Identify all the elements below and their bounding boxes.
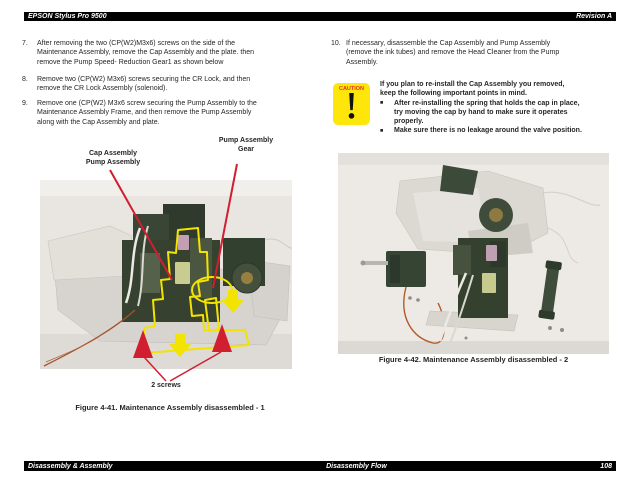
leader-line (143, 356, 167, 382)
screw-arrow-icon (133, 330, 153, 358)
step-text: After removing the two (CP(W2)M3x6) scre… (37, 40, 254, 66)
leader-line (109, 169, 173, 281)
footer-chapter: Disassembly Flow (326, 462, 387, 470)
leader-line (212, 163, 238, 289)
step-7: 7. After removing the two (CP(W2)M3x6) s… (22, 39, 315, 67)
figure-4-41-photo (40, 163, 292, 382)
bullet-square-icon: ■ (380, 127, 384, 134)
red-callouts (109, 163, 238, 382)
step-10: 10. If necessary, disassemble the Cap As… (331, 39, 624, 67)
step-9: 9. Remove one (CP(W2) M3x6 screw securin… (22, 99, 315, 127)
label-2-screws: 2 screws (151, 382, 181, 389)
caution-bullet-text: Make sure there is no leakage around the… (394, 127, 582, 135)
caution-bullet-text: After re-installing the spring that hold… (394, 99, 580, 126)
step-text: Remove one (CP(W2) M3x6 screw securing t… (37, 100, 257, 126)
step-number: 8. (22, 76, 28, 83)
footer-bar: Disassembly & Assembly Disassembly Flow … (24, 461, 616, 471)
caution-icon-label: CAUTION (338, 86, 365, 92)
footer-page-number: 108 (600, 462, 612, 470)
screw-arrow-icon (212, 324, 232, 352)
caution-bullet: ■ Make sure there is no leakage around t… (380, 126, 626, 136)
leader-line (169, 351, 222, 382)
caution-intro: If you plan to re-install the Cap Assemb… (380, 81, 565, 98)
exclamation-icon (348, 93, 355, 119)
figure-4-42-photo (338, 153, 609, 354)
header-title: EPSON Stylus Pro 9500 (28, 13, 107, 20)
down-arrow-icon (169, 290, 244, 357)
figure-4-41-caption: Figure 4-41. Maintenance Assembly disass… (75, 403, 265, 412)
header-bar: EPSON Stylus Pro 9500 Revision A (24, 12, 616, 21)
figure-4-42-caption: Figure 4-42. Maintenance Assembly disass… (378, 355, 569, 364)
step-8: 8. Remove two (CP(W2) M3x6) screws secur… (22, 75, 315, 94)
step-number: 9. (22, 100, 28, 107)
label-cap-pump-assembly: Cap Assembly Pump Assembly (85, 150, 141, 166)
step-number: 7. (22, 40, 28, 47)
bullet-square-icon: ■ (380, 100, 384, 107)
step-number: 10. (331, 40, 341, 47)
header-revision: Revision A (576, 13, 612, 20)
machinery-illustration (360, 165, 601, 344)
step-text: Remove two (CP(W2) M3x6) screws securing… (37, 76, 251, 93)
label-pump-assembly-gear: Pump Assembly Gear (218, 137, 274, 153)
caution-bullet: ■ After re-installing the spring that ho… (380, 99, 626, 127)
caution-icon: CAUTION (333, 83, 370, 125)
caution-text: If you plan to re-install the Cap Assemb… (380, 80, 626, 136)
step-text: If necessary, disassemble the Cap Assemb… (346, 40, 560, 66)
footer-section: Disassembly & Assembly (28, 462, 113, 470)
